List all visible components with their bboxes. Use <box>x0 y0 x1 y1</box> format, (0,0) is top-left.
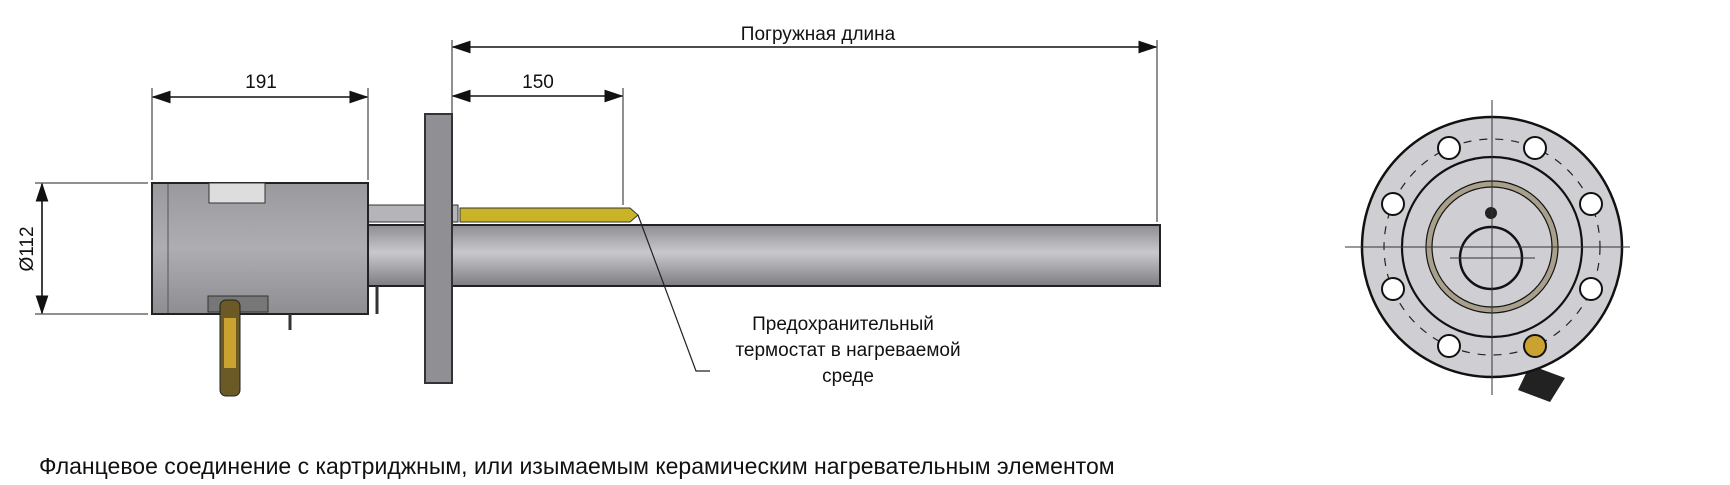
heating-tube <box>367 224 1161 287</box>
caption: Фланцевое соединение с картриджным, или … <box>39 453 1115 479</box>
callout-line-3: среде <box>822 366 874 387</box>
terminal-housing <box>151 182 369 315</box>
callout-line-1: Предохранительный <box>752 314 934 335</box>
flange-plate <box>424 113 453 384</box>
heater-side-view <box>151 113 1161 397</box>
housing-label-plate <box>208 182 266 204</box>
callout-line-2: термостат в нагреваемой <box>735 340 960 361</box>
thermostat-sheath <box>459 207 639 223</box>
thermostat-length-label: 150 <box>522 72 554 93</box>
flange-front-view <box>1345 100 1630 402</box>
dimension-lines <box>35 40 1158 315</box>
callout-leader <box>637 214 710 372</box>
bolt-holes <box>1381 136 1603 358</box>
diameter-label: Ø112 <box>17 226 38 271</box>
gland-bolt <box>1523 334 1547 358</box>
immersion-length-label: Погружная длина <box>741 24 896 45</box>
gland-stub <box>1518 365 1565 402</box>
housing-length-label: 191 <box>245 72 277 93</box>
